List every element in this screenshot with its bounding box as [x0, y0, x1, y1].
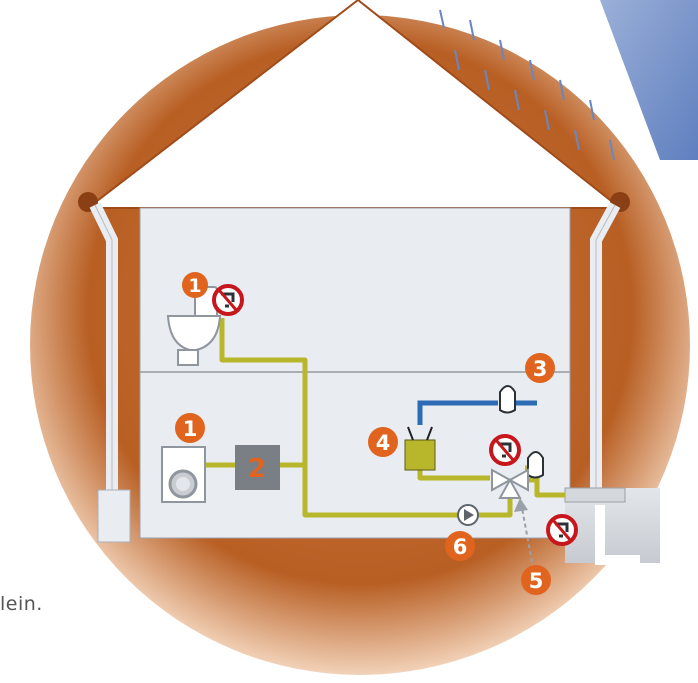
marker-1-bottom: 1 — [175, 413, 205, 443]
svg-text:3: 3 — [533, 357, 548, 381]
caption-fragment: lein. — [0, 593, 43, 615]
svg-text:5: 5 — [529, 569, 544, 593]
marker-1-top: 1 — [182, 272, 208, 298]
overflow-pipe — [595, 505, 640, 565]
downpipe-icon — [590, 202, 621, 490]
svg-text:1: 1 — [188, 275, 201, 297]
faucet-icon — [499, 385, 516, 414]
marker-5: 5 — [521, 565, 551, 595]
marker-2: 2 — [248, 454, 266, 484]
downpipe-icon — [89, 202, 131, 543]
svg-text:4: 4 — [376, 431, 391, 455]
svg-text:2: 2 — [248, 454, 266, 484]
inlet-pipe — [564, 487, 626, 503]
washing-machine-icon — [161, 446, 206, 503]
sky-panel — [600, 0, 698, 160]
marker-3: 3 — [525, 353, 555, 383]
drinking-water-pipe — [417, 400, 537, 425]
no-drinking-water-icon — [489, 434, 521, 466]
faucet-icon — [527, 451, 544, 479]
pump-icon — [457, 504, 479, 526]
no-drinking-water-icon — [546, 514, 578, 546]
svg-text:6: 6 — [453, 535, 468, 559]
storage-tank-icon — [235, 445, 280, 490]
svg-text:1: 1 — [183, 417, 198, 441]
no-drinking-water-icon — [212, 284, 244, 316]
signal-arrow — [514, 498, 533, 563]
marker-4: 4 — [368, 427, 398, 457]
tank-icon — [404, 426, 436, 471]
rain-streaks — [439, 9, 615, 161]
three-way-valve-icon — [491, 468, 529, 499]
marker-6: 6 — [445, 531, 475, 561]
